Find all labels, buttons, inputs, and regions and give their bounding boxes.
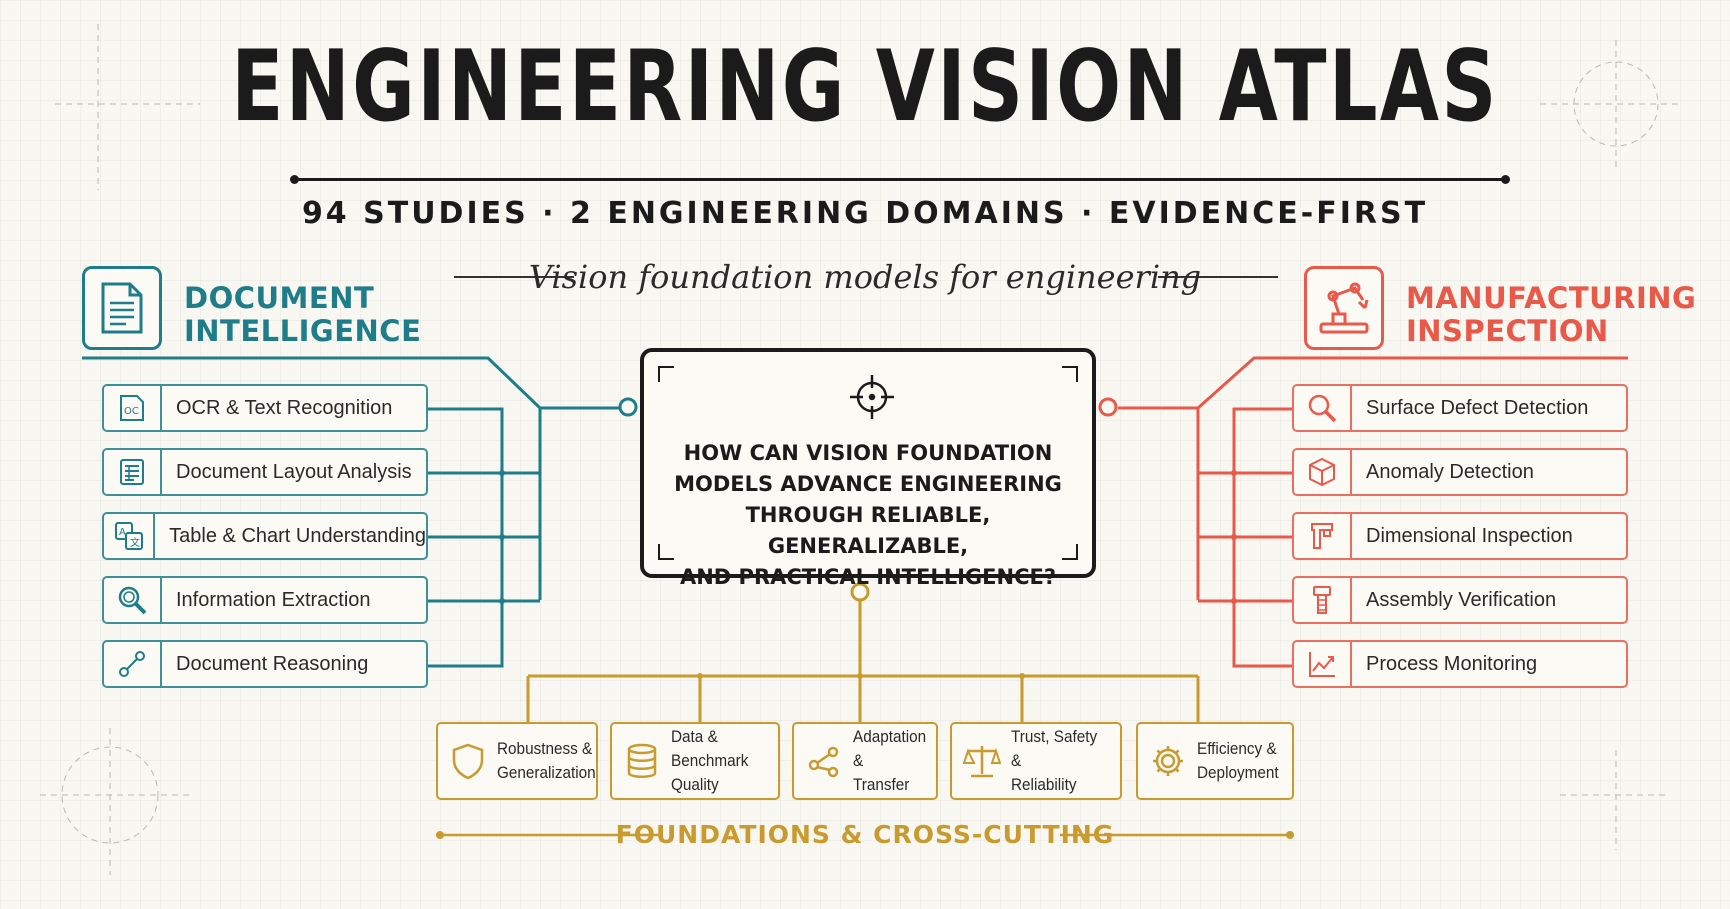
foundation-label: Adaptation & Transfer	[853, 727, 927, 794]
tagline-rule-left	[454, 276, 574, 278]
item-label: Anomaly Detection	[1366, 460, 1534, 483]
item-label: Process Monitoring	[1366, 652, 1538, 675]
crosshair-icon	[847, 372, 897, 427]
tagline-rule-right	[1158, 276, 1278, 278]
crosshair-decoration-bottom-left	[40, 728, 190, 875]
document-intelligence-title: DOCUMENT INTELLIGENCE	[184, 281, 422, 348]
robot-arm-icon	[1304, 266, 1384, 350]
crosshair-decoration-top-left	[55, 24, 200, 190]
title-rule	[290, 175, 1510, 184]
foundation-label: Efficiency & Deployment	[1197, 739, 1279, 782]
sidebar-item-process-monitoring[interactable]: Process Monitoring	[1292, 640, 1628, 688]
foundation-trust-safety[interactable]: Trust, Safety & Reliability	[950, 722, 1122, 800]
gear-icon	[1148, 741, 1188, 781]
document-connectors	[82, 356, 620, 668]
item-label: Document Reasoning	[176, 652, 369, 675]
layout-icon	[104, 450, 162, 494]
item-label: Dimensional Inspection	[1366, 524, 1573, 547]
foundation-label: Data & Benchmark Quality	[671, 727, 749, 794]
manufacturing-inspection-title: MANUFACTURING INSPECTION	[1406, 281, 1697, 348]
sidebar-item-anomaly[interactable]: Anomaly Detection	[1292, 448, 1628, 496]
central-question-box: HOW CAN VISION FOUNDATION MODELS ADVANCE…	[640, 348, 1096, 589]
shield-icon	[448, 741, 488, 781]
foundation-label: Robustness & Generalization	[497, 739, 596, 782]
search-icon	[1294, 386, 1352, 430]
foundations-title: FOUNDATIONS & CROSS-CUTTING	[615, 820, 1115, 849]
svg-text:OC: OC	[124, 406, 139, 417]
scales-icon	[962, 741, 1002, 781]
crosshair-decoration-top-right	[1540, 40, 1680, 170]
page-title: ENGINEERING VISION ATLAS	[231, 30, 1499, 144]
crosshair-decoration-bottom-right	[1560, 750, 1670, 850]
foundation-adaptation[interactable]: Adaptation & Transfer	[792, 722, 938, 800]
line-chart-icon	[1294, 642, 1352, 686]
ocr-icon: OC	[104, 386, 162, 430]
bolt-icon	[1294, 578, 1352, 622]
item-label: Information Extraction	[176, 588, 371, 611]
translate-icon: A 文	[104, 514, 156, 558]
item-label: Table & Chart Understanding	[169, 524, 426, 547]
sidebar-item-dimensional[interactable]: Dimensional Inspection	[1292, 512, 1628, 560]
foundation-data-benchmark[interactable]: Data & Benchmark Quality	[610, 722, 780, 800]
document-icon	[82, 266, 162, 350]
subtitle: 94 STUDIES · 2 ENGINEERING DOMAINS · EVI…	[301, 196, 1429, 231]
item-label: Document Layout Analysis	[176, 460, 412, 483]
svg-text:A: A	[119, 527, 126, 538]
database-icon	[622, 741, 662, 781]
sidebar-item-layout[interactable]: Document Layout Analysis	[102, 448, 428, 496]
sidebar-item-ocr[interactable]: OC OCR & Text Recognition	[102, 384, 428, 432]
foundation-label: Trust, Safety & Reliability	[1011, 727, 1098, 794]
item-label: Assembly Verification	[1366, 588, 1557, 611]
foundation-efficiency[interactable]: Efficiency & Deployment	[1136, 722, 1294, 800]
graph-node-icon	[104, 642, 162, 686]
item-label: OCR & Text Recognition	[176, 396, 393, 419]
sidebar-item-doc-reasoning[interactable]: Document Reasoning	[102, 640, 428, 688]
sidebar-item-surface-defect[interactable]: Surface Defect Detection	[1292, 384, 1628, 432]
magnifier-icon	[104, 578, 162, 622]
foundation-robustness[interactable]: Robustness & Generalization	[436, 722, 598, 800]
sidebar-item-assembly[interactable]: Assembly Verification	[1292, 576, 1628, 624]
central-question: HOW CAN VISION FOUNDATION MODELS ADVANCE…	[674, 441, 1062, 589]
svg-text:文: 文	[130, 536, 140, 549]
item-label: Surface Defect Detection	[1366, 396, 1589, 419]
tagline: Vision foundation models for engineering	[528, 258, 1202, 296]
sidebar-item-info-extraction[interactable]: Information Extraction	[102, 576, 428, 624]
foundation-connectors	[526, 600, 1200, 722]
caliper-icon	[1294, 514, 1352, 558]
share-nodes-icon	[804, 741, 844, 781]
cube-icon	[1294, 450, 1352, 494]
sidebar-item-table-chart[interactable]: A 文 Table & Chart Understanding	[102, 512, 428, 560]
